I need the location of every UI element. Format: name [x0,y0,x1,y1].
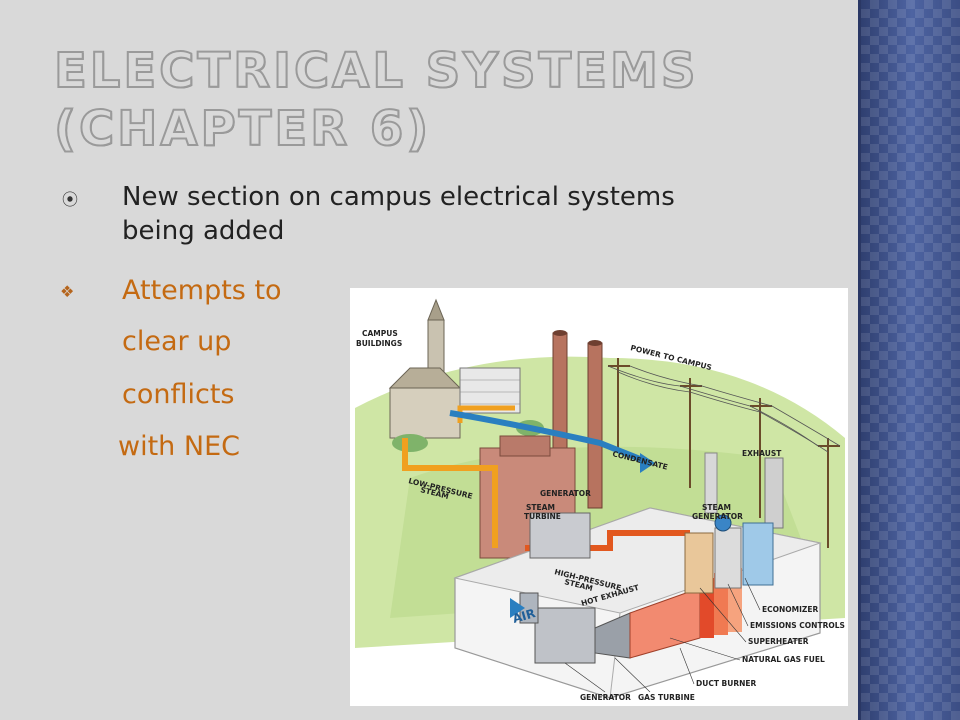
label-emissions-controls: EMISSIONS CONTROLS [750,621,845,630]
exhaust-stack [764,457,784,529]
label-generator-bottom: GENERATOR [580,693,631,702]
label-gas-turbine: GAS TURBINE [638,693,695,702]
steam-drum [714,514,732,532]
generator-unit [534,607,596,664]
condensate-pipe [449,410,652,466]
leader-lines [564,577,761,693]
diamond-bullet-icon: ❖ [60,282,75,301]
label-generator: GENERATOR [540,489,591,498]
label-steam-turbine-2: TURBINE [524,512,561,521]
power-plant-diagram: CAMPUS BUILDINGS POWER TO CAMPUS CONDENS… [355,298,845,702]
label-natural-gas-fuel: NATURAL GAS FUEL [742,655,825,664]
air-arrow [510,598,525,618]
slide-title: Electrical Systems (Chapter 6) [53,42,814,158]
steam-generator-stack [704,452,718,514]
decorative-sidebar [858,0,960,720]
low-pressure-steam-pipe [402,438,498,548]
label-campus: CAMPUS [362,329,398,338]
title-line-2: (Chapter 6) [53,100,432,158]
label-steam-turbine-1: STEAM [526,503,555,512]
power-poles [608,358,840,548]
steam-turbine [529,512,591,559]
title-line-1: Electrical Systems [53,42,699,100]
label-exhaust: EXHAUST [742,449,782,458]
bullet2-line-1: Attempts to [122,275,282,306]
label-air: AIR [511,606,537,626]
label-steam-generator-1: STEAM [702,503,731,512]
label-superheater: SUPERHEATER [748,637,809,646]
bullet2-line-3: conflicts [122,379,235,410]
label-duct-burner: DUCT BURNER [696,679,757,688]
superheater [684,532,714,594]
campus-steam-pipe [457,405,515,423]
bullet2-line-4: with NEC [118,431,240,462]
power-lines [607,365,841,453]
brick-annex [499,435,551,457]
bullet-text: New section on campus electrical systems… [122,182,675,246]
slide: Electrical Systems (Chapter 6) ⦿ New sec… [53,42,848,706]
emissions-controls [714,527,742,589]
label-buildings: BUILDINGS [356,339,402,348]
economizer [742,522,774,586]
power-plant-illustration: CAMPUS BUILDINGS POWER TO CAMPUS CONDENS… [350,288,848,706]
circle-bullet-icon: ⦿ [62,190,79,209]
label-economizer: ECONOMIZER [762,605,818,614]
condensate-arrow [640,453,655,473]
bullet2-line-2: clear up [122,326,232,357]
label-steam-generator-2: GENERATOR [692,512,743,521]
